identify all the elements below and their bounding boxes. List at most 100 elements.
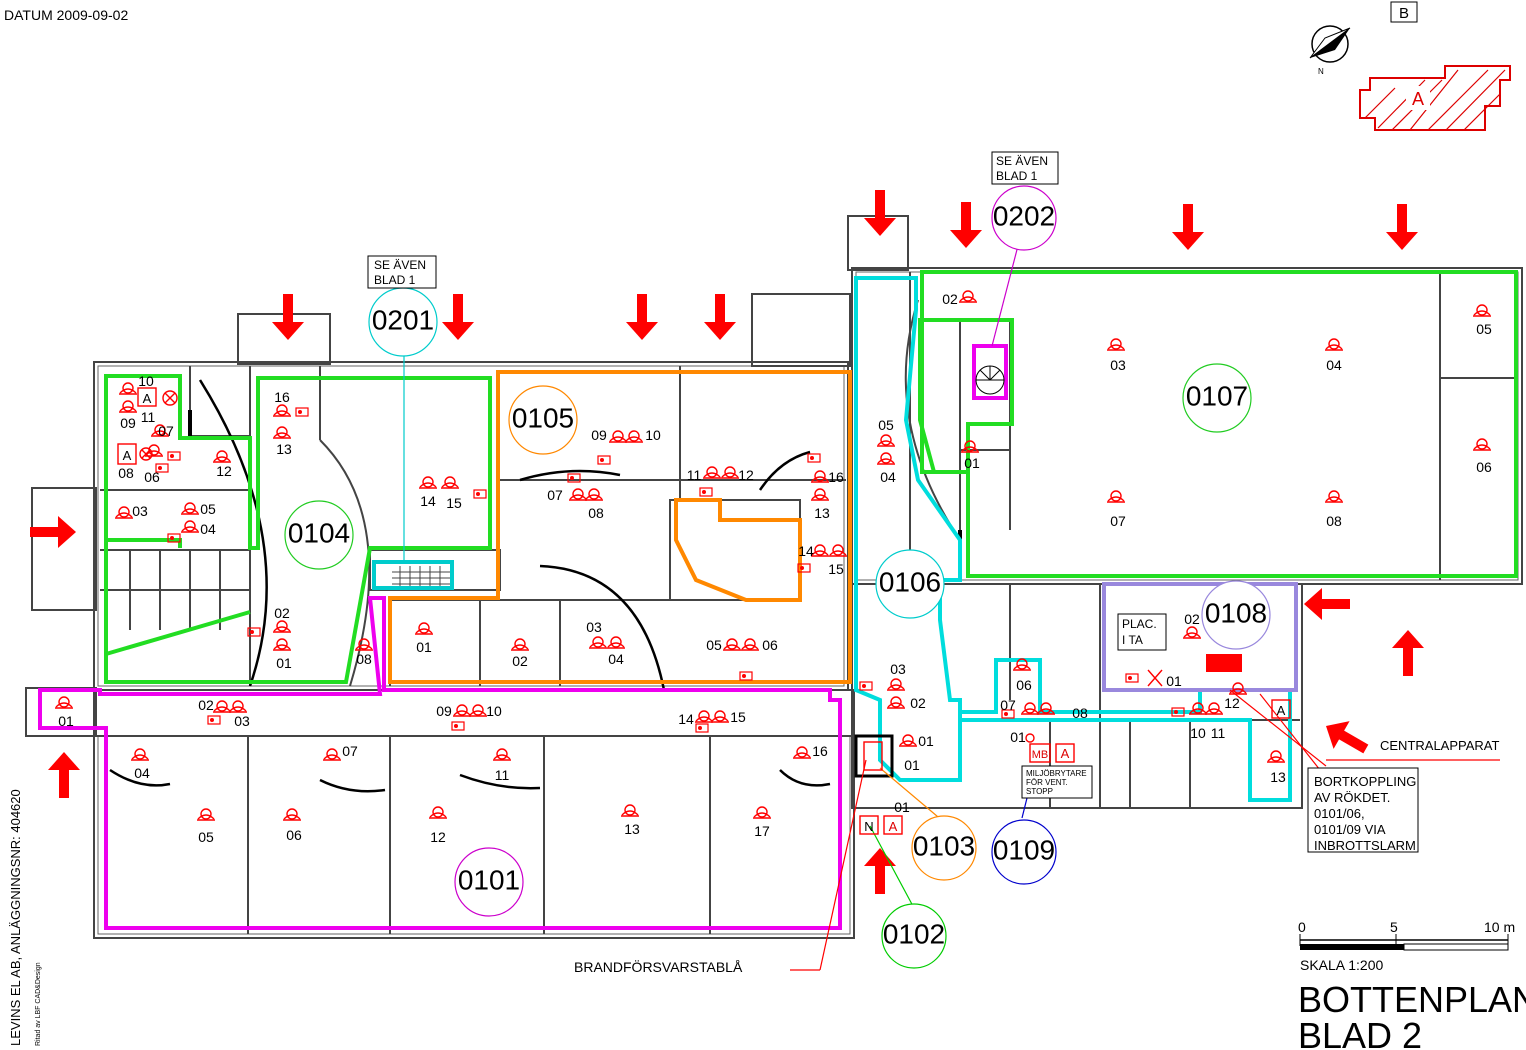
svg-text:SE ÄVEN: SE ÄVEN bbox=[996, 154, 1048, 168]
svg-text:0102: 0102 bbox=[883, 918, 945, 949]
symbol-n: N bbox=[864, 819, 873, 834]
svg-text:03: 03 bbox=[890, 661, 906, 677]
svg-text:16: 16 bbox=[274, 389, 290, 405]
zone-0108-outline bbox=[1102, 582, 1298, 692]
svg-text:11: 11 bbox=[141, 409, 156, 425]
zone-0202-outline bbox=[972, 344, 1008, 400]
svg-text:13: 13 bbox=[624, 821, 640, 837]
svg-text:I TA: I TA bbox=[1122, 633, 1143, 647]
svg-text:09: 09 bbox=[591, 427, 607, 443]
svg-text:07: 07 bbox=[547, 487, 563, 503]
svg-text:14: 14 bbox=[420, 493, 436, 509]
scale-bar bbox=[1299, 934, 1509, 951]
svg-text:04: 04 bbox=[608, 651, 624, 667]
svg-text:05: 05 bbox=[198, 829, 214, 845]
svg-text:15: 15 bbox=[730, 709, 746, 725]
svg-text:BLAD 1: BLAD 1 bbox=[996, 169, 1038, 183]
svg-text:01: 01 bbox=[894, 799, 910, 815]
zone-0104-outline bbox=[104, 374, 492, 684]
symbol-mb: MB bbox=[1032, 749, 1049, 761]
svg-text:02: 02 bbox=[512, 653, 528, 669]
alarm-box-symbols bbox=[117, 387, 1291, 835]
svg-text:17: 17 bbox=[754, 823, 770, 839]
sheet-code: B bbox=[1399, 5, 1409, 22]
svg-text:11: 11 bbox=[1211, 725, 1226, 741]
zone-0101-outline bbox=[38, 596, 842, 930]
svg-text:06: 06 bbox=[1476, 459, 1492, 475]
svg-text:04: 04 bbox=[134, 765, 150, 781]
svg-text:INBROTTSLARM: INBROTTSLARM bbox=[1314, 838, 1416, 853]
label-brandforsvarstabla: BRANDFÖRSVARSTABLÅ bbox=[574, 958, 743, 975]
symbol-a-3: A bbox=[889, 819, 898, 834]
note-se-aven-2: SE ÄVEN BLAD 1 bbox=[991, 151, 1059, 185]
note-miljobrytare: MILJÖBRYTARE FÖR VENT. STOPP bbox=[1021, 765, 1093, 799]
svg-text:0201: 0201 bbox=[372, 304, 434, 335]
svg-text:06: 06 bbox=[762, 637, 778, 653]
svg-text:10: 10 bbox=[486, 703, 502, 719]
svg-text:04: 04 bbox=[880, 469, 896, 485]
svg-text:0105: 0105 bbox=[512, 402, 574, 433]
svg-text:0109: 0109 bbox=[993, 834, 1055, 865]
zone-0107-outline bbox=[918, 270, 1518, 578]
svg-text:16: 16 bbox=[812, 743, 828, 759]
svg-text:14: 14 bbox=[678, 711, 694, 727]
zone-labels: 0104 0105 0201 0202 0106 0107 0108 0101 … bbox=[284, 185, 1271, 969]
svg-text:0107: 0107 bbox=[1186, 380, 1248, 411]
building-key-label: A bbox=[1412, 89, 1424, 109]
svg-text:01: 01 bbox=[416, 639, 432, 655]
scale-tick-10: 10 m bbox=[1484, 919, 1515, 935]
svg-text:10: 10 bbox=[138, 373, 154, 389]
svg-text:08: 08 bbox=[1326, 513, 1342, 529]
zone-0107: 0107 bbox=[1182, 363, 1252, 433]
svg-text:03: 03 bbox=[586, 619, 602, 635]
zone-0103: 0103 bbox=[911, 815, 977, 881]
detector-numbers: 10 09 11 07 08 06 12 03 05 04 16 13 14 1… bbox=[58, 291, 1492, 845]
scale-tick-0: 0 bbox=[1298, 919, 1306, 935]
svg-text:01: 01 bbox=[1010, 729, 1026, 745]
svg-text:07: 07 bbox=[1110, 513, 1126, 529]
svg-text:02: 02 bbox=[198, 697, 214, 713]
svg-text:08: 08 bbox=[1072, 705, 1088, 721]
zone-0106-outline bbox=[854, 276, 962, 782]
label-centralapparat: CENTRALAPPARAT bbox=[1380, 738, 1499, 753]
svg-text:STOPP: STOPP bbox=[1026, 787, 1053, 796]
svg-text:09: 09 bbox=[436, 703, 452, 719]
zone-0106: 0106 bbox=[875, 549, 945, 619]
svg-text:03: 03 bbox=[234, 713, 250, 729]
svg-text:14: 14 bbox=[798, 543, 814, 559]
note-plac: PLAC. I TA bbox=[1117, 613, 1167, 651]
svg-text:06: 06 bbox=[144, 469, 160, 485]
svg-text:12: 12 bbox=[1224, 695, 1240, 711]
svg-text:01: 01 bbox=[918, 733, 934, 749]
central-panel-icon bbox=[1206, 654, 1242, 672]
note-bortkoppling: BORTKOPPLING AV RÖKDET. 0101/06, 0101/09… bbox=[1307, 767, 1419, 853]
title-line2: BLAD 2 bbox=[1298, 1015, 1422, 1050]
svg-text:15: 15 bbox=[828, 561, 844, 577]
svg-text:06: 06 bbox=[1016, 677, 1032, 693]
zone-outlines bbox=[38, 270, 1518, 930]
svg-text:15: 15 bbox=[446, 495, 462, 511]
sheet-code-box bbox=[1390, 1, 1418, 23]
svg-text:12: 12 bbox=[216, 463, 232, 479]
svg-text:13: 13 bbox=[276, 441, 292, 457]
note-se-aven-1: SE ÄVEN BLAD 1 bbox=[367, 255, 437, 289]
zone-0109: 0109 bbox=[991, 819, 1057, 885]
svg-text:07: 07 bbox=[342, 743, 358, 759]
zone-0202: 0202 bbox=[991, 185, 1057, 251]
svg-text:02: 02 bbox=[1184, 611, 1200, 627]
svg-text:08: 08 bbox=[356, 651, 372, 667]
svg-text:0104: 0104 bbox=[288, 517, 350, 548]
spiral-stair-icon bbox=[975, 365, 1005, 395]
svg-text:04: 04 bbox=[1326, 357, 1342, 373]
svg-text:09: 09 bbox=[120, 415, 136, 431]
svg-text:10: 10 bbox=[1190, 725, 1206, 741]
svg-text:0106: 0106 bbox=[879, 566, 941, 597]
svg-text:08: 08 bbox=[118, 465, 134, 481]
svg-text:N: N bbox=[1318, 67, 1324, 76]
svg-text:12: 12 bbox=[430, 829, 446, 845]
svg-text:01: 01 bbox=[276, 655, 292, 671]
scale-label: SKALA 1:200 bbox=[1300, 957, 1384, 973]
svg-text:11: 11 bbox=[687, 467, 702, 483]
svg-text:BLAD 1: BLAD 1 bbox=[374, 273, 416, 287]
svg-text:05: 05 bbox=[706, 637, 722, 653]
